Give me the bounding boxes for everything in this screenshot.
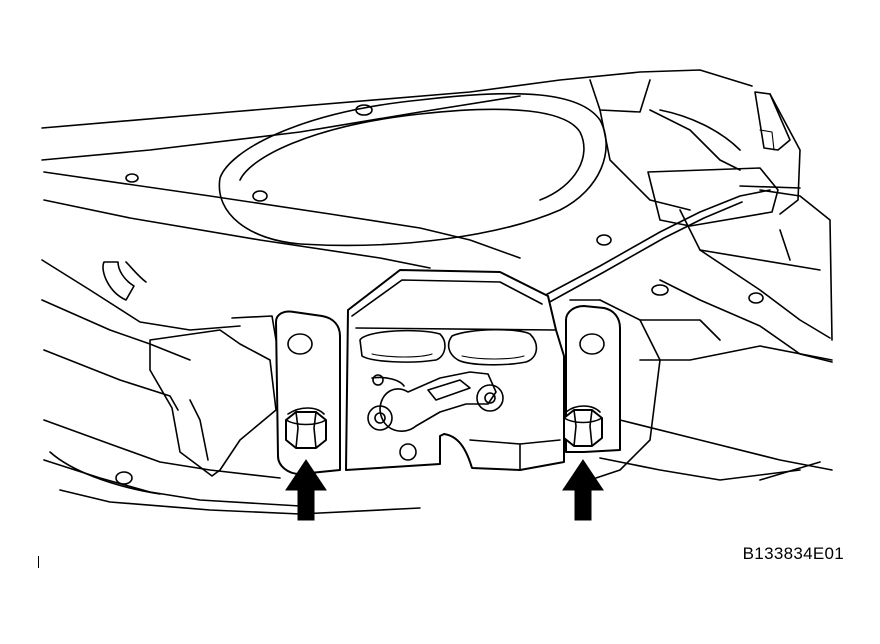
up-arrow-icon [562, 459, 604, 521]
corner-mark [38, 556, 39, 568]
figure-reference-code: B133834E01 [742, 544, 844, 563]
left-bolt [285, 407, 327, 449]
up-arrow-icon [285, 459, 327, 521]
radiator-support-panel [41, 69, 833, 515]
right-bolt [563, 405, 603, 447]
hood-lock-assembly [275, 269, 621, 475]
